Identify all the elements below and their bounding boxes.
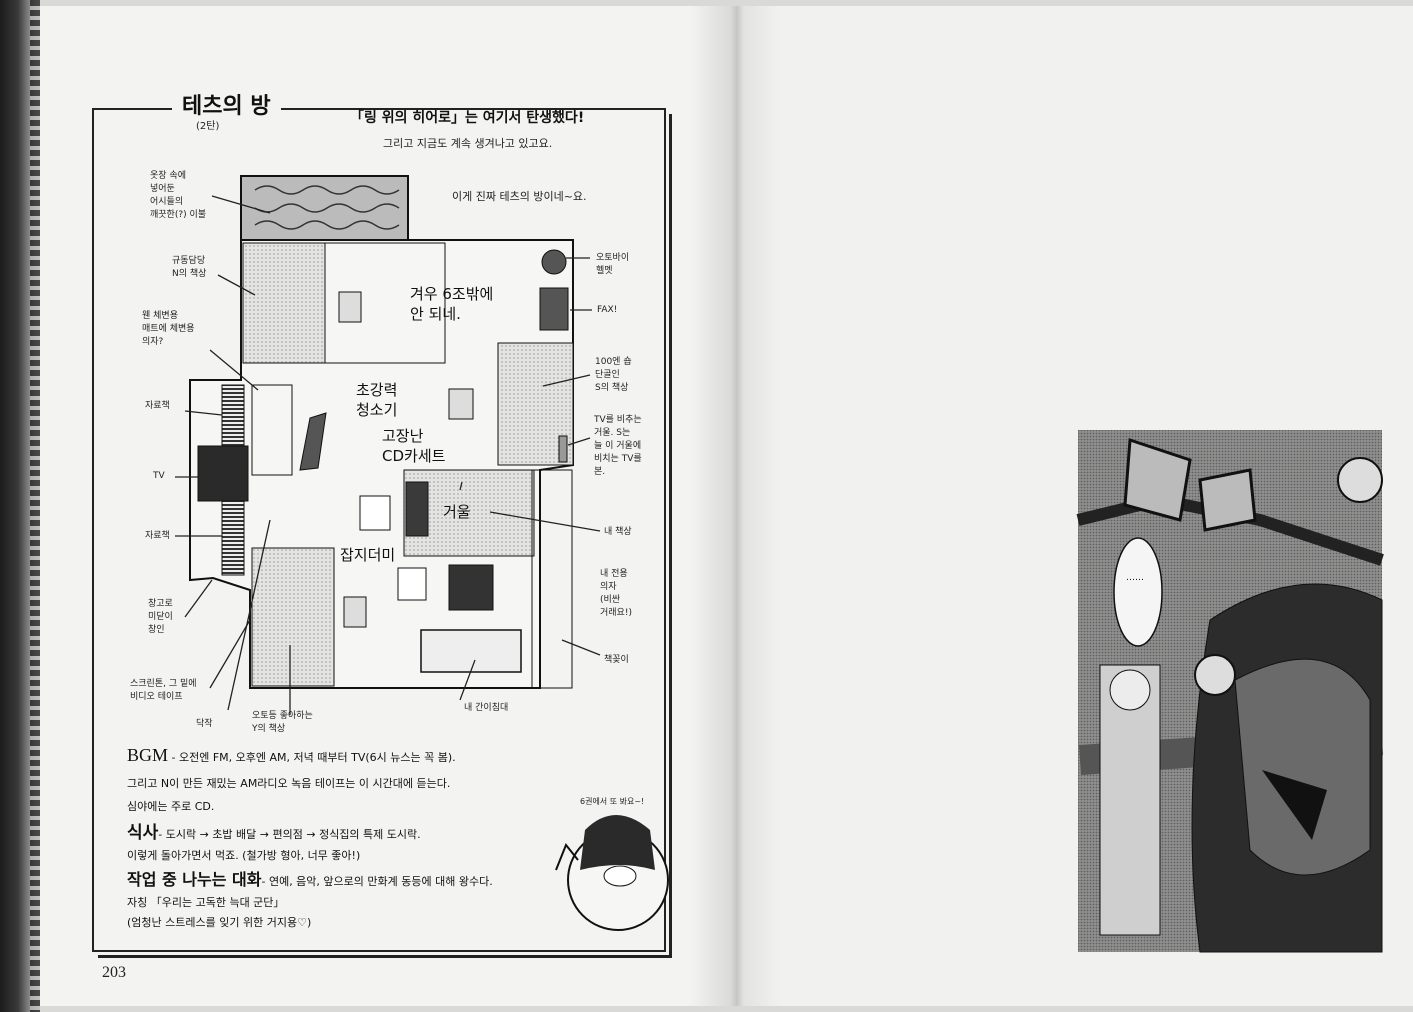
page-title: 테츠의 방 xyxy=(172,88,281,120)
real-room-note: 이게 진짜 테츠의 방이네~요. xyxy=(452,190,587,203)
label-my-bed: 내 간이침대 xyxy=(464,703,509,713)
label-cd: 고장난 CD카세트 xyxy=(382,427,446,465)
bgm-line-3: 심야에는 주로 CD. xyxy=(127,800,215,813)
label-n-desk: 규동담당 N의 책상 xyxy=(172,256,207,279)
label-next-volume: 6권에서 또 봐요~! xyxy=(580,797,645,806)
room-frame xyxy=(92,108,672,958)
label-fax: FAX! xyxy=(597,305,618,315)
label-my-desk: 내 책상 xyxy=(604,527,632,537)
label-screen-tone: 스크린톤, 그 밑에 비디오 테이프 xyxy=(130,679,197,702)
label-my-chair: 내 전용 의자 (비싼 거래요!) xyxy=(600,569,632,618)
talk-text: - 연예, 음악, 앞으로의 만화계 동등에 대해 왕수다. xyxy=(261,875,493,888)
page-number: 203 xyxy=(102,964,126,981)
label-tv: TV xyxy=(153,471,165,481)
label-bookshelf: 책꽂이 xyxy=(604,655,629,665)
label-magazines: 잡지더미 xyxy=(340,546,396,564)
label-mirror-2: 거울 xyxy=(443,503,471,521)
meal-text: - 도시락 → 초밥 배달 → 편의점 → 정식집의 특제 도시락. xyxy=(158,828,421,841)
meal-line-2: 이렇게 돌아가면서 먹죠. (철가방 형아, 너무 좋아!) xyxy=(127,849,361,862)
label-six-mats: 겨우 6조밖에 안 되네. xyxy=(410,285,494,323)
talk-line-3: (엄청난 스트레스를 잊기 위한 거지용♡) xyxy=(127,916,312,929)
speech-bubble: …… xyxy=(1126,573,1144,583)
label-bed: 닥작 xyxy=(196,719,213,729)
talk-heading: 작업 중 나누는 대화 xyxy=(127,870,262,889)
talk-line: 작업 중 나누는 대화- 연예, 음악, 앞으로의 만화계 동등에 대해 왕수다… xyxy=(127,866,493,890)
label-helmet: 오토바이 헬멧 xyxy=(596,253,630,276)
label-vacuum: 초강력 청소기 xyxy=(356,381,398,419)
meal-line: 식사- 도시락 → 초밥 배달 → 편의점 → 정식집의 특제 도시락. xyxy=(127,818,421,843)
spine-shadow xyxy=(690,6,780,1006)
label-shelf-2: 자료책 xyxy=(145,531,170,541)
bgm-heading: BGM xyxy=(127,745,169,765)
label-y-desk: 오토등 좋아하는 Y의 책상 xyxy=(252,711,313,734)
page-subtitle: (2탄) xyxy=(196,121,220,132)
hero-line: 「링 위의 히어로」는 여기서 탄생했다! xyxy=(350,110,585,126)
label-s-desk: 100엔 숍 단골인 S의 책상 xyxy=(595,357,632,393)
hero-sub: 그리고 지금도 계속 생겨나고 있고요. xyxy=(383,137,553,150)
meal-heading: 식사 xyxy=(127,823,159,843)
bgm-line: BGM - 오전엔 FM, 오후엔 AM, 저녁 때부터 TV(6시 뉴스는 꼭… xyxy=(127,745,456,766)
label-shelf-1: 자료책 xyxy=(145,401,170,411)
label-window: 창고로 미닫이 창인 xyxy=(148,599,173,635)
label-chair: 웬 체변용 매트에 체변용 의자? xyxy=(142,311,195,347)
bgm-text: - 오전엔 FM, 오후엔 AM, 저녁 때부터 TV(6시 뉴스는 꼭 봄). xyxy=(171,751,456,764)
bgm-line-2: 그리고 N이 만든 재밌는 AM라디오 녹음 테이프는 이 시간대에 듣는다. xyxy=(127,777,451,790)
label-closet: 옷장 속에 넣어둔 어시들의 깨끗한(?) 이불 xyxy=(150,171,207,220)
talk-line-2: 자칭 「우리는 고독한 늑대 군단」 xyxy=(127,896,285,909)
page-edges xyxy=(30,0,40,1012)
label-mirror: TV를 비추는 거울. S는 늘 이 거울에 비치는 TV를 본. xyxy=(594,415,642,477)
